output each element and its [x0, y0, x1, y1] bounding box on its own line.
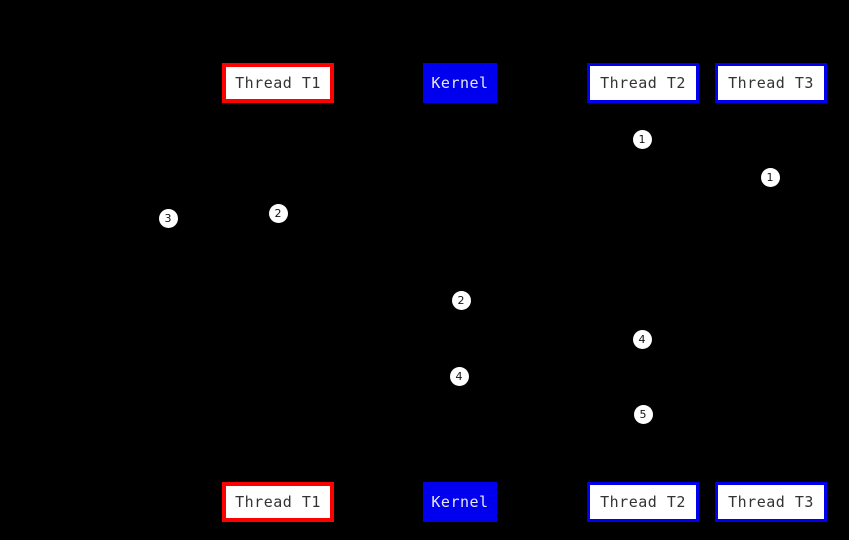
- step-marker-label: 4: [455, 369, 463, 383]
- participant-box-t1-top[interactable]: Thread T1: [222, 63, 334, 103]
- step-marker-4: 4: [632, 329, 652, 349]
- step-marker-3: 3: [158, 208, 178, 228]
- step-marker-label: 4: [638, 332, 646, 346]
- participant-box-t3-bottom[interactable]: Thread T3: [715, 482, 827, 522]
- activation-bar-t1-2: [274, 190, 283, 430]
- step-marker-5: 5: [633, 404, 653, 424]
- step-marker-2: 2: [451, 290, 471, 310]
- participant-box-t2-top[interactable]: Thread T2: [587, 63, 699, 103]
- participant-label: Thread T3: [728, 492, 814, 511]
- step-marker-label: 2: [274, 206, 282, 220]
- message-arrow-t2-to-t3: [643, 174, 771, 180]
- participant-label: Thread T1: [235, 492, 321, 511]
- participant-label: Thread T1: [235, 73, 321, 92]
- message-arrow-kernel-to-t2: [460, 297, 643, 303]
- step-marker-4: 4: [449, 366, 469, 386]
- step-marker-1: 1: [632, 129, 652, 149]
- step-marker-label: 1: [766, 170, 774, 184]
- participant-box-t2-bottom[interactable]: Thread T2: [587, 482, 699, 522]
- step-marker-2: 2: [268, 203, 288, 223]
- lifeline-t3: [771, 103, 772, 482]
- step-marker-label: 3: [164, 211, 172, 225]
- participant-label: Thread T3: [728, 73, 814, 92]
- message-arrow-t2-to-t1: [278, 411, 643, 417]
- participant-box-kernel-top[interactable]: Kernel: [423, 63, 497, 103]
- participant-label: Kernel: [431, 492, 489, 511]
- step-marker-1: 1: [760, 167, 780, 187]
- message-arrow-kernel-to-t1: [278, 373, 460, 379]
- participant-label: Thread T2: [600, 73, 686, 92]
- participant-label: Thread T2: [600, 492, 686, 511]
- step-marker-label: 5: [639, 407, 647, 421]
- message-arrow-t1-to-kernel: [278, 210, 460, 216]
- participant-box-kernel-bottom[interactable]: Kernel: [423, 482, 497, 522]
- step-marker-label: 2: [457, 293, 465, 307]
- participant-box-t1-bottom[interactable]: Thread T1: [222, 482, 334, 522]
- message-arrow-t2-to-kernel: [460, 336, 643, 342]
- participant-label: Kernel: [431, 73, 489, 92]
- activation-bar-kernel-3: [456, 270, 465, 400]
- activation-bar-t2-0: [639, 110, 648, 410]
- step-marker-label: 1: [638, 132, 646, 146]
- participant-box-t3-top[interactable]: Thread T3: [715, 63, 827, 103]
